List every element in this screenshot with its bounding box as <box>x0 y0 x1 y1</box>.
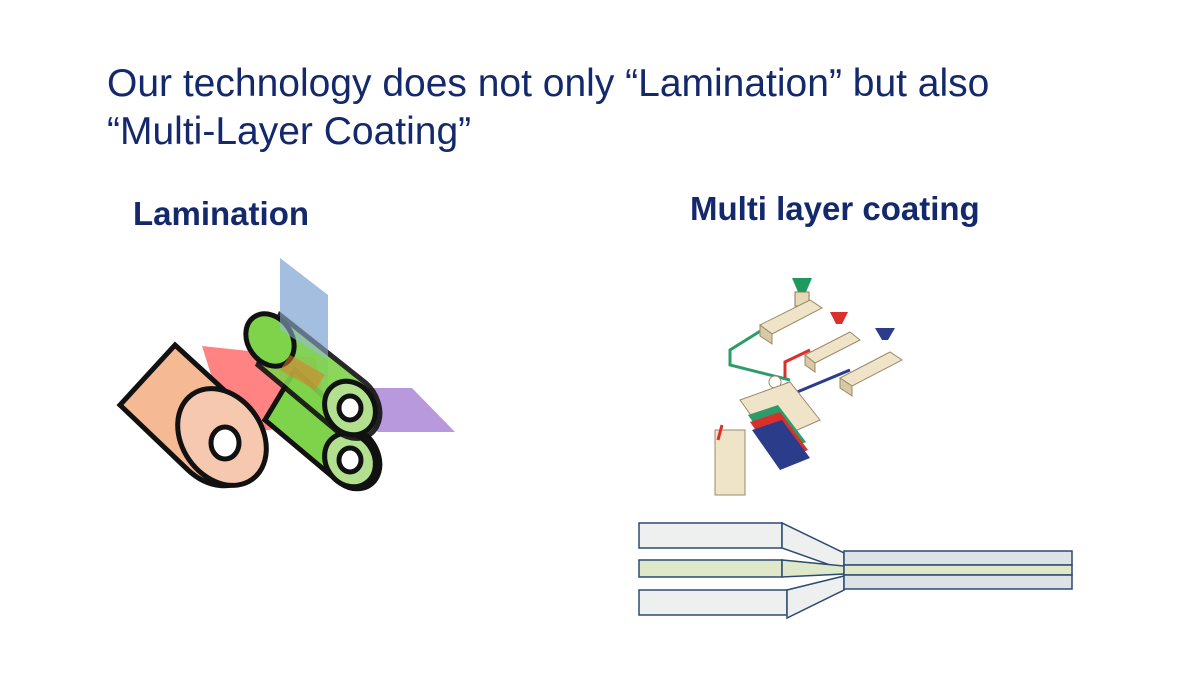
inlet-layer-middle <box>638 559 845 578</box>
multilayer-extruder-illustration <box>714 278 903 496</box>
slide-title: Our technology does not only “Lamination… <box>107 60 1107 156</box>
merged-output-layers <box>843 550 1073 590</box>
multi-layer-coating-label: Multi layer coating <box>690 190 980 227</box>
lamination-label: Lamination <box>133 195 310 232</box>
inlet-layer-top <box>638 521 845 572</box>
coating-die <box>714 375 821 496</box>
green-feed-line <box>728 323 791 382</box>
extruder-blue <box>839 328 903 397</box>
green-roll-lower <box>261 366 383 492</box>
red-feed-line <box>783 348 811 378</box>
extruder-red <box>804 312 861 373</box>
inlet-layer-bottom <box>638 575 845 620</box>
multilayer-merge-schematic <box>638 521 1073 620</box>
lamination-illustration <box>116 258 455 492</box>
peach-roll <box>116 341 269 489</box>
slide-title-line-2: “Multi-Layer Coating” <box>107 110 472 153</box>
slide-title-line-1: Our technology does not only “Lamination… <box>107 62 990 105</box>
extruder-green <box>759 278 823 345</box>
